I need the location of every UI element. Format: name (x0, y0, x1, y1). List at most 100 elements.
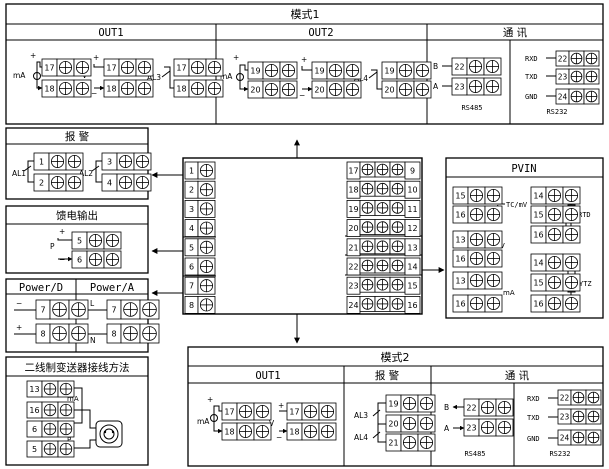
terminal-number: 13 (29, 385, 39, 394)
transmitter-ma: mA (67, 395, 79, 403)
screw-icon (236, 422, 255, 441)
terminal-number: 16 (455, 211, 465, 220)
screw-icon (103, 250, 122, 269)
screw-icon (466, 57, 485, 76)
pvin-rtd: RTD (578, 211, 591, 219)
terminal-number: 1 (189, 167, 194, 176)
screw-icon (188, 58, 207, 77)
screw-icon (484, 205, 503, 224)
screw-icon (400, 414, 419, 433)
terminal-number: 17 (224, 408, 234, 417)
terminal-number: 15 (533, 279, 543, 288)
terminal-22: 22 (557, 389, 602, 406)
terminal-number: 24 (348, 301, 358, 310)
terminal-number: 5 (32, 445, 37, 454)
terminal-19: 19 (311, 61, 362, 80)
terminal-number: 22 (560, 394, 570, 403)
terminal-23: 23 (557, 408, 602, 425)
top-comm-rxd: RXD (525, 55, 538, 63)
screw-icon (585, 389, 602, 406)
bottom-out1-ma: mA (197, 417, 210, 426)
screw-icon (374, 238, 391, 255)
terminal-number: 18 (224, 428, 234, 437)
top-out2-plus-2: + (301, 55, 307, 64)
screw-icon (467, 294, 486, 313)
screw-icon (495, 418, 514, 437)
terminal-5: 5 (71, 231, 122, 250)
screw-icon (133, 173, 152, 192)
screw-icon (41, 380, 59, 398)
screw-icon (41, 420, 59, 438)
screw-icon (484, 230, 503, 249)
terminal-11: 11 (404, 199, 421, 218)
screw-icon (205, 58, 224, 77)
terminal-number: 18 (176, 85, 186, 94)
terminal-6: 6 (71, 250, 122, 269)
screw-icon (562, 273, 581, 292)
screw-icon (120, 323, 141, 344)
screw-icon (389, 180, 406, 197)
screw-icon (343, 61, 362, 80)
pvin-v: V (500, 242, 505, 250)
screw-icon (86, 250, 105, 269)
screw-icon (48, 173, 67, 192)
terminal-20: 20 (381, 80, 432, 99)
terminal-16: 16 (530, 225, 581, 244)
terminal-17: 17 (103, 58, 154, 77)
top-comm-header: 通 讯 (503, 26, 528, 39)
terminal-number: 4 (189, 224, 194, 233)
screw-icon (396, 61, 415, 80)
terminal-number: 23 (454, 83, 464, 92)
terminal-number: 8 (111, 330, 116, 339)
terminal-number: 19 (348, 205, 358, 214)
terminal-number: 16 (455, 300, 465, 309)
terminal-number: 15 (533, 211, 543, 220)
bottom-alarm-section: AL3 AL4 (354, 402, 386, 443)
terminal-17: 17 (286, 402, 337, 421)
screw-icon (48, 152, 67, 171)
screw-icon (197, 180, 216, 199)
screw-icon (197, 257, 216, 276)
terminal-4: 4 (101, 173, 152, 192)
terminal-20: 20 (385, 414, 436, 433)
feed-p: P (50, 242, 55, 251)
bottom-out1-section: mA + V + − (197, 395, 288, 442)
screw-icon (583, 68, 600, 85)
screw-icon (545, 294, 564, 313)
top-out1-al3-label: AL3 (147, 73, 161, 82)
bottom-alarm-al4: AL4 (354, 433, 368, 442)
terminal-20: 20 (247, 80, 298, 99)
screw-icon (467, 205, 486, 224)
screw-icon (118, 58, 137, 77)
terminal-23: 23 (451, 77, 502, 96)
screw-icon (65, 173, 84, 192)
screw-icon (343, 80, 362, 99)
terminal-5: 5 (26, 440, 75, 458)
bottom-panel-title: 模式2 (381, 351, 410, 364)
terminal-22: 22 (346, 257, 406, 276)
screw-icon (197, 219, 216, 238)
terminal-number: 3 (189, 205, 194, 214)
screw-icon (57, 440, 75, 458)
screw-icon (359, 199, 376, 216)
screw-icon (467, 271, 486, 290)
alarm-panel-title: 报 警 (65, 130, 90, 143)
terminal-number: 20 (314, 86, 324, 95)
screw-icon (495, 398, 514, 417)
bottom-alarm-al3: AL3 (354, 411, 368, 420)
terminal-number: 19 (250, 67, 260, 76)
screw-icon (135, 79, 154, 98)
bottom-alarm-header: 报 警 (375, 369, 400, 382)
screw-icon (562, 205, 581, 224)
terminal-number: 7 (40, 306, 45, 315)
terminal-number: 22 (558, 55, 568, 64)
screw-icon (484, 294, 503, 313)
terminal-number: 22 (454, 63, 464, 72)
terminal-number: 2 (189, 186, 194, 195)
top-out1-header: OUT1 (98, 27, 123, 39)
screw-icon (484, 186, 503, 205)
terminal-16: 16 (452, 205, 503, 224)
top-out1-section: mA + V + − AL3 (13, 51, 174, 98)
screw-icon (585, 429, 602, 446)
screw-icon (389, 257, 406, 274)
